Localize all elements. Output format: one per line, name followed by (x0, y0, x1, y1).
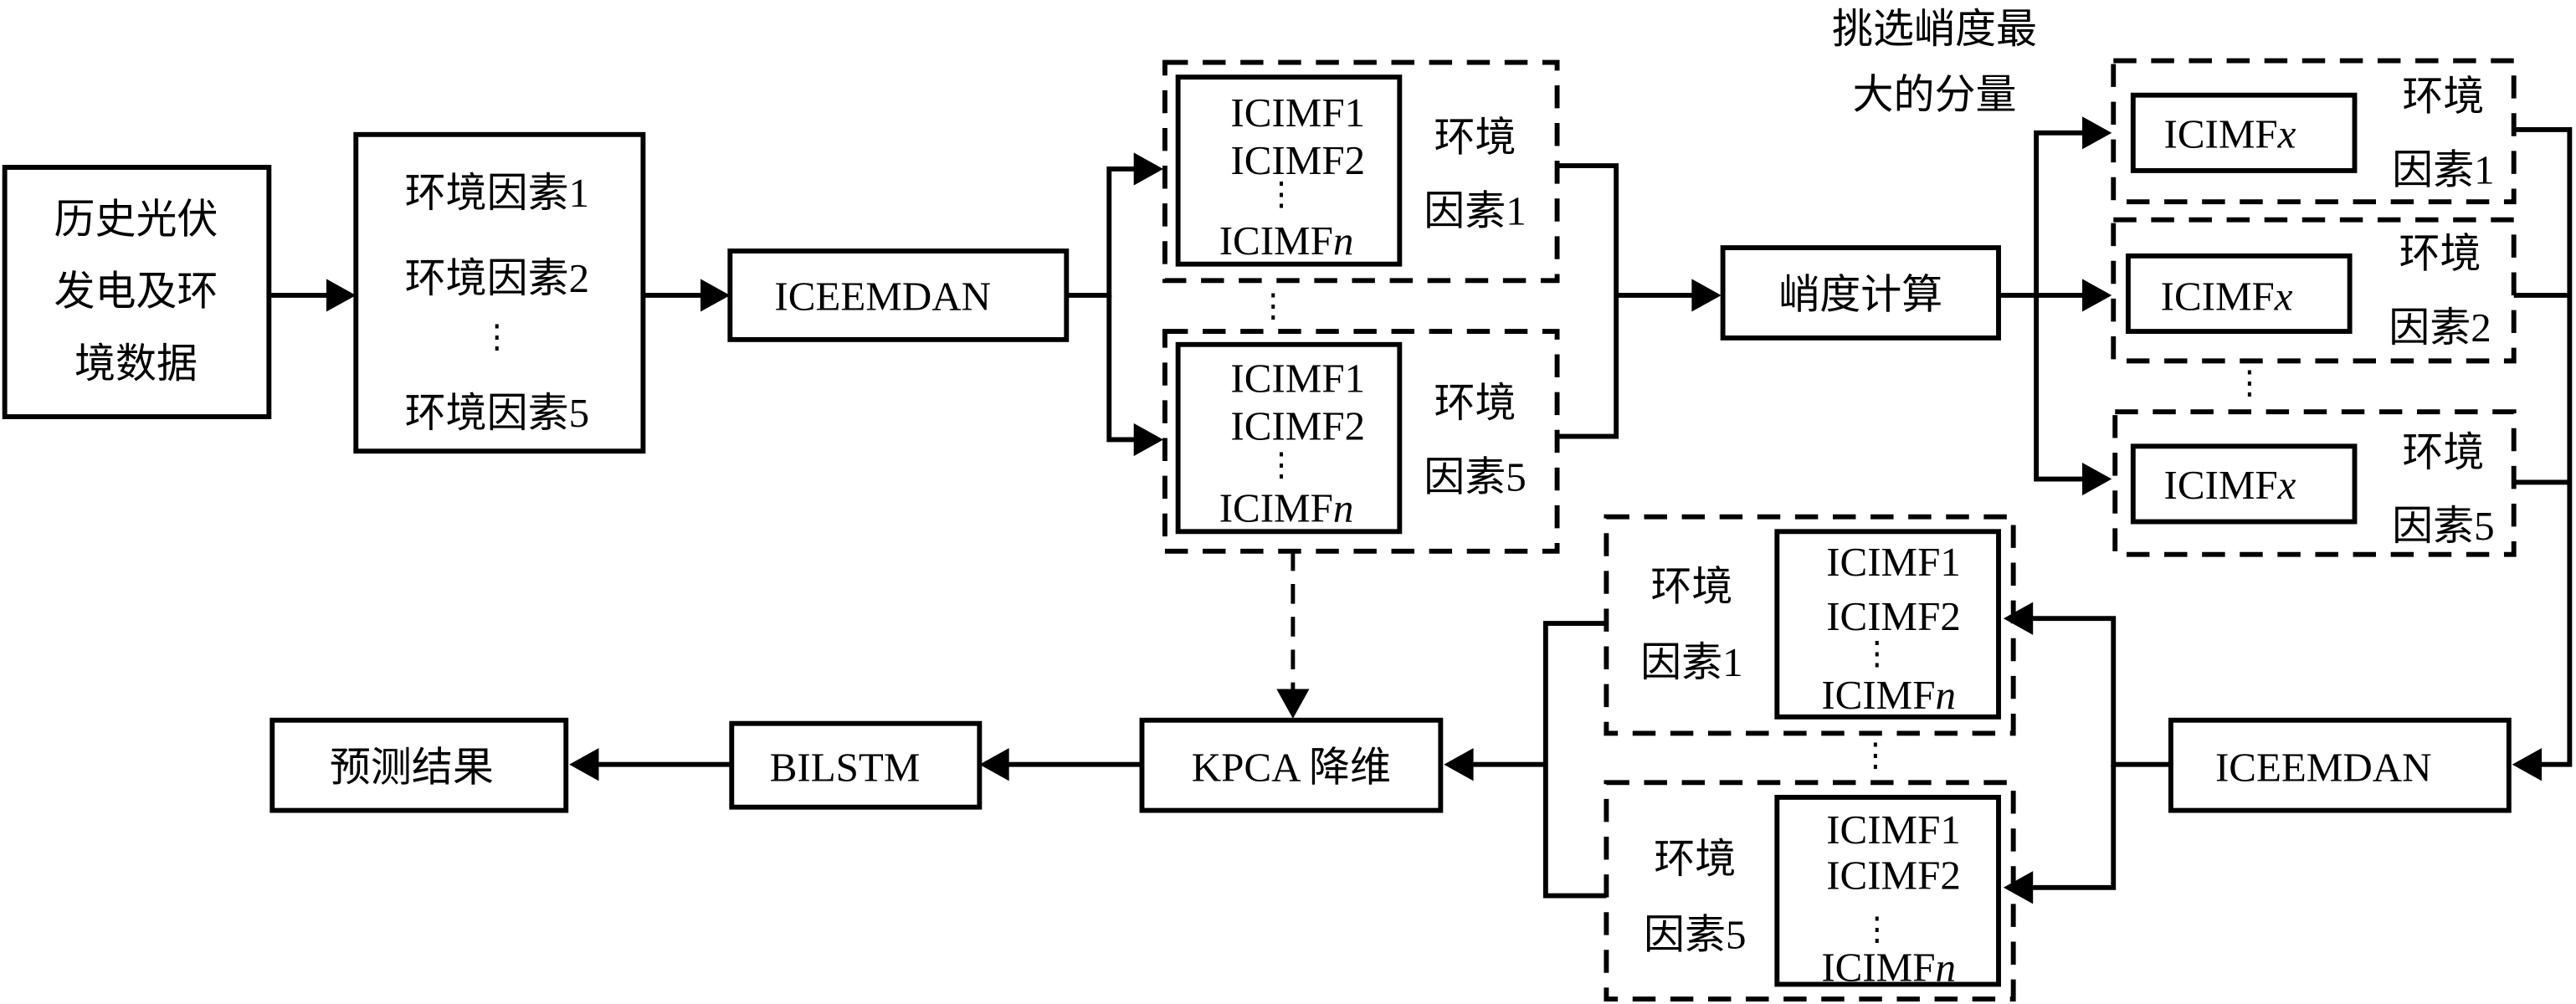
iceemdan-bottom-label: ICEEMDAN (2215, 744, 2432, 790)
group-label-line-2: 因素5 (1424, 453, 1527, 499)
connector (1999, 130, 2086, 298)
selected-imf: ICIMFx (2161, 274, 2293, 320)
redecomp-group-factor-5: ICIMF1 ICIMF2 ⋮ ICIMFn 环境 因素5 (1604, 780, 2016, 1002)
group-label-line-2: 因素1 (1424, 188, 1527, 234)
connector (2034, 295, 2086, 482)
selected-label-line-2: 因素5 (2392, 503, 2495, 549)
source-data-node: 历史光伏 发电及环 境数据 (2, 165, 272, 419)
connector (2029, 616, 2171, 767)
selected-imf: ICIMFx (2164, 110, 2296, 156)
imf-1: ICIMF1 (1230, 90, 1365, 136)
decomp-group-factor-1: ICIMF1 ICIMF2 ⋮ ICIMFn 环境 因素1 (1162, 59, 1560, 284)
imf-1: ICIMF1 (1826, 539, 1961, 585)
iceemdan-bottom-node: ICEEMDAN (2168, 717, 2512, 813)
group-label-line-2: 因素5 (1644, 911, 1747, 957)
imf-ellipsis: ⋮ (1265, 448, 1298, 484)
kurtosis-node: 峭度计算 (1720, 245, 2001, 341)
result-label: 预测结果 (330, 744, 494, 790)
source-line-1: 历史光伏 (54, 196, 218, 242)
select-note-line-1: 挑选峭度最 (1832, 6, 2037, 52)
selected-label-line-2: 因素2 (2389, 305, 2491, 351)
arrow-head-icon (1691, 279, 1722, 312)
connector (1542, 621, 1607, 899)
select-note-line-2: 大的分量 (1853, 71, 2017, 117)
source-line-3: 境数据 (74, 341, 198, 387)
arrow-head-icon (979, 748, 1009, 781)
kpca-label: KPCA 降维 (1192, 744, 1391, 790)
bilstm-label: BILSTM (770, 744, 921, 790)
redecomp-ellipsis: ⋮ (1859, 738, 1891, 774)
selected-label-line-1: 环境 (2399, 231, 2481, 277)
factor-2: 环境因素2 (405, 255, 590, 301)
imf-1: ICIMF1 (1230, 356, 1365, 402)
factor-5: 环境因素5 (405, 390, 590, 436)
imf-n: ICIMFn (1219, 218, 1354, 264)
group-label-line-1: 环境 (1654, 836, 1736, 882)
arrow-head-icon (700, 279, 731, 312)
imf-n: ICIMFn (1219, 485, 1354, 531)
connector (1106, 295, 1137, 443)
kurtosis-label: 峭度计算 (1778, 272, 1942, 318)
arrow-head-icon (2082, 462, 2112, 496)
selected-label-line-1: 环境 (2402, 73, 2484, 119)
decomp-group-factor-5: ICIMF1 ICIMF2 ⋮ ICIMFn 环境 因素5 (1162, 329, 1560, 554)
arrow-head-icon (1444, 748, 1474, 781)
iceemdan-top-label: ICEEMDAN (774, 274, 991, 320)
selected-factor-1: ICIMFx 环境 因素1 (2111, 58, 2517, 205)
group-label-line-2: 因素1 (1640, 639, 1743, 685)
imf-ellipsis: ⋮ (1860, 912, 1893, 948)
arrow-head-icon (2003, 602, 2034, 635)
iceemdan-top-node: ICEEMDAN (727, 248, 1070, 342)
source-line-2: 发电及环 (54, 269, 218, 315)
imf-n: ICIMFn (1821, 672, 1956, 718)
group-ellipsis: ⋮ (1257, 288, 1290, 324)
arrow-head-icon (2082, 116, 2112, 150)
group-label-line-1: 环境 (1434, 114, 1516, 160)
arrow-head-icon (326, 279, 357, 312)
kpca-node: KPCA 降维 (1139, 717, 1444, 813)
connector (1066, 166, 1137, 298)
factor-1: 环境因素1 (405, 170, 590, 216)
connector (2513, 126, 2573, 767)
arrow-head-icon (1276, 689, 1310, 719)
imf-2: ICIMF2 (1230, 137, 1365, 183)
env-factors-node: 环境因素1 环境因素2 ⋮ 环境因素5 (353, 131, 646, 454)
redecomp-group-factor-1: ICIMF1 ICIMF2 ⋮ ICIMFn 环境 因素1 (1604, 514, 2016, 736)
group-label-line-1: 环境 (1650, 564, 1732, 610)
imf-2: ICIMF2 (1826, 593, 1961, 639)
imf-2: ICIMF2 (1230, 402, 1365, 448)
imf-n: ICIMFn (1821, 945, 1956, 991)
group-label-line-1: 环境 (1434, 380, 1516, 426)
arrow-head-icon (569, 748, 599, 781)
imf-1: ICIMF1 (1826, 807, 1961, 853)
selected-imf: ICIMFx (2164, 462, 2296, 508)
connector (2029, 764, 2117, 890)
selected-factor-5: ICIMFx 环境 因素5 (2112, 409, 2517, 557)
bilstm-node: BILSTM (729, 720, 983, 810)
result-node: 预测结果 (269, 717, 569, 813)
selected-ellipsis: ⋮ (2233, 366, 2266, 402)
imf-ellipsis: ⋮ (1860, 636, 1893, 672)
selected-label-line-1: 环境 (2402, 429, 2484, 475)
imf-2: ICIMF2 (1826, 853, 1961, 899)
imf-ellipsis: ⋮ (1265, 177, 1298, 213)
arrow-head-icon (1133, 152, 1163, 186)
selected-label-line-2: 因素1 (2392, 147, 2495, 193)
connector (1557, 163, 1619, 439)
factor-ellipsis: ⋮ (480, 320, 513, 356)
arrow-head-icon (2512, 748, 2543, 781)
arrow-head-icon (1133, 423, 1163, 457)
arrow-head-icon (2003, 871, 2034, 904)
selected-factor-2: ICIMFx 环境 因素2 (2111, 217, 2517, 364)
arrow-head-icon (2082, 279, 2112, 312)
